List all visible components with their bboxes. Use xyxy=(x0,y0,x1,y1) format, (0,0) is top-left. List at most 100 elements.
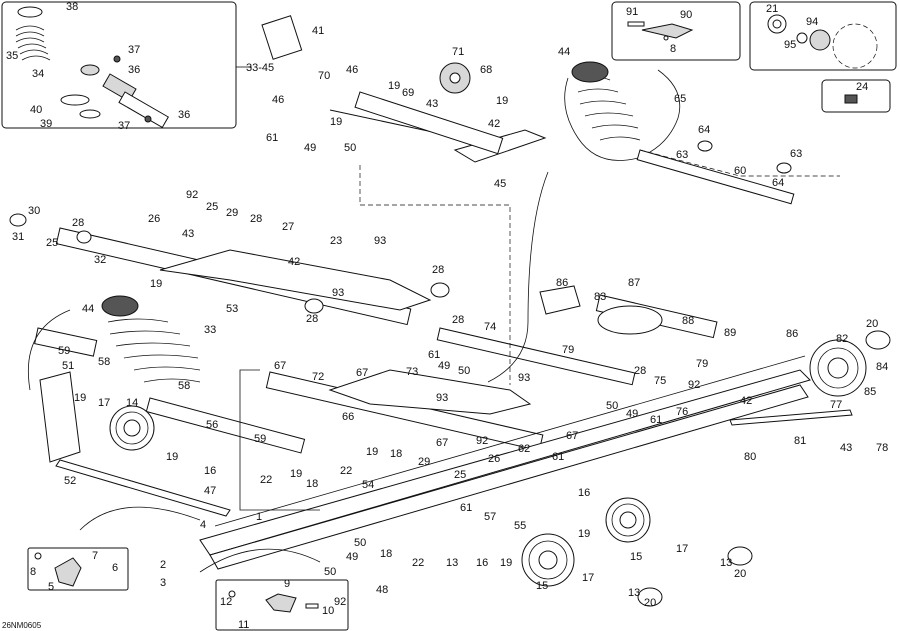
callout-67: 67 xyxy=(356,367,368,379)
callout-50: 50 xyxy=(354,537,366,549)
callout-28: 28 xyxy=(72,217,84,229)
callout-43: 43 xyxy=(182,228,194,240)
callout-55: 55 xyxy=(514,520,526,532)
callout-18: 18 xyxy=(390,448,402,460)
callout-38: 38 xyxy=(66,1,78,13)
callout-90: 90 xyxy=(680,9,692,21)
callout-40: 40 xyxy=(30,104,42,116)
callout-50: 50 xyxy=(458,365,470,377)
callout-92: 92 xyxy=(334,596,346,608)
callout-93: 93 xyxy=(374,235,386,247)
callout-51: 51 xyxy=(62,360,74,372)
callout-93: 93 xyxy=(518,372,530,384)
callout-22: 22 xyxy=(412,557,424,569)
callout-19: 19 xyxy=(578,528,590,540)
callout-42: 42 xyxy=(288,256,300,268)
callout-19: 19 xyxy=(166,451,178,463)
callout-16: 16 xyxy=(578,487,590,499)
callout-67: 67 xyxy=(566,430,578,442)
callout-47: 47 xyxy=(204,485,216,497)
callout-94: 94 xyxy=(806,16,818,28)
callout-49: 49 xyxy=(346,551,358,563)
callout-3: 3 xyxy=(160,577,166,589)
callout-11: 11 xyxy=(238,619,249,631)
callout-19: 19 xyxy=(388,80,400,92)
callout-17: 17 xyxy=(582,572,594,584)
callout-4: 4 xyxy=(200,519,206,531)
callout-8: 8 xyxy=(30,566,36,578)
callout-28: 28 xyxy=(634,365,646,377)
callout-26: 26 xyxy=(148,213,160,225)
callout-35: 35 xyxy=(6,50,18,62)
callout-41: 41 xyxy=(312,25,324,37)
callout-49: 49 xyxy=(626,408,638,420)
callout-92: 92 xyxy=(688,379,700,391)
callout-36: 36 xyxy=(128,64,140,76)
callout-33: 33 xyxy=(204,324,216,336)
callout-17: 17 xyxy=(676,543,688,555)
callout-22: 22 xyxy=(340,465,352,477)
callout-2: 2 xyxy=(160,559,166,571)
callout-62: 62 xyxy=(518,443,530,455)
reference-code: 26NM0605 xyxy=(2,621,42,630)
callout-92: 92 xyxy=(476,435,488,447)
callout-66: 66 xyxy=(342,411,354,423)
rear-shock-absorber xyxy=(564,61,795,205)
callout-50: 50 xyxy=(606,400,618,412)
callout-52: 52 xyxy=(64,475,76,487)
callout-85: 85 xyxy=(864,386,876,398)
callout-1: 1 xyxy=(256,511,262,523)
callout-19: 19 xyxy=(500,557,512,569)
callout-28: 28 xyxy=(452,314,464,326)
callout-43: 43 xyxy=(426,98,438,110)
callout-61: 61 xyxy=(428,349,440,361)
callout-12: 12 xyxy=(220,596,232,608)
callout-9: 9 xyxy=(284,578,290,590)
callout-36: 36 xyxy=(178,109,190,121)
screw-detail-inset xyxy=(215,579,349,631)
callout-42: 42 xyxy=(740,395,752,407)
callout-30: 30 xyxy=(28,205,40,217)
callout-28: 28 xyxy=(250,213,262,225)
callout-67: 67 xyxy=(274,360,286,372)
callout-19: 19 xyxy=(366,446,378,458)
callout-25: 25 xyxy=(46,237,58,249)
callout-63: 63 xyxy=(676,149,688,161)
callout-71: 71 xyxy=(452,46,464,58)
callout-19: 19 xyxy=(496,95,508,107)
callout-61: 61 xyxy=(552,451,564,463)
callout-50: 50 xyxy=(344,142,356,154)
callout-6: 6 xyxy=(112,562,118,574)
callout-95: 95 xyxy=(784,39,796,51)
callout-25: 25 xyxy=(206,201,218,213)
callout-74: 74 xyxy=(484,321,496,333)
callout-18: 18 xyxy=(380,548,392,560)
callout-14: 14 xyxy=(126,397,138,409)
callout-18: 18 xyxy=(306,478,318,490)
callout-15: 15 xyxy=(536,580,548,592)
callout-50: 50 xyxy=(324,566,336,578)
callout-87: 87 xyxy=(628,277,640,289)
callout-19: 19 xyxy=(150,278,162,290)
callout-88: 88 xyxy=(682,315,694,327)
callout-59: 59 xyxy=(58,345,70,357)
callout-29: 29 xyxy=(226,207,238,219)
callout-19: 19 xyxy=(74,392,86,404)
callout-16: 16 xyxy=(204,465,216,477)
callout-67: 67 xyxy=(436,437,448,449)
callout-76: 76 xyxy=(676,406,688,418)
callout-33-45: 33-45 xyxy=(246,62,274,74)
callout-68: 68 xyxy=(480,64,492,76)
callout-17: 17 xyxy=(98,397,110,409)
callout-42: 42 xyxy=(488,118,500,130)
callout-60: 60 xyxy=(734,165,746,177)
callout-13: 13 xyxy=(720,557,732,569)
callout-26: 26 xyxy=(488,453,500,465)
callout-56: 56 xyxy=(206,419,218,431)
callout-19: 19 xyxy=(290,468,302,480)
bracket-detail-inset xyxy=(611,1,741,61)
callout-70: 70 xyxy=(318,70,330,82)
callout-80: 80 xyxy=(744,451,756,463)
callout-32: 32 xyxy=(94,254,106,266)
callout-24: 24 xyxy=(856,81,868,93)
